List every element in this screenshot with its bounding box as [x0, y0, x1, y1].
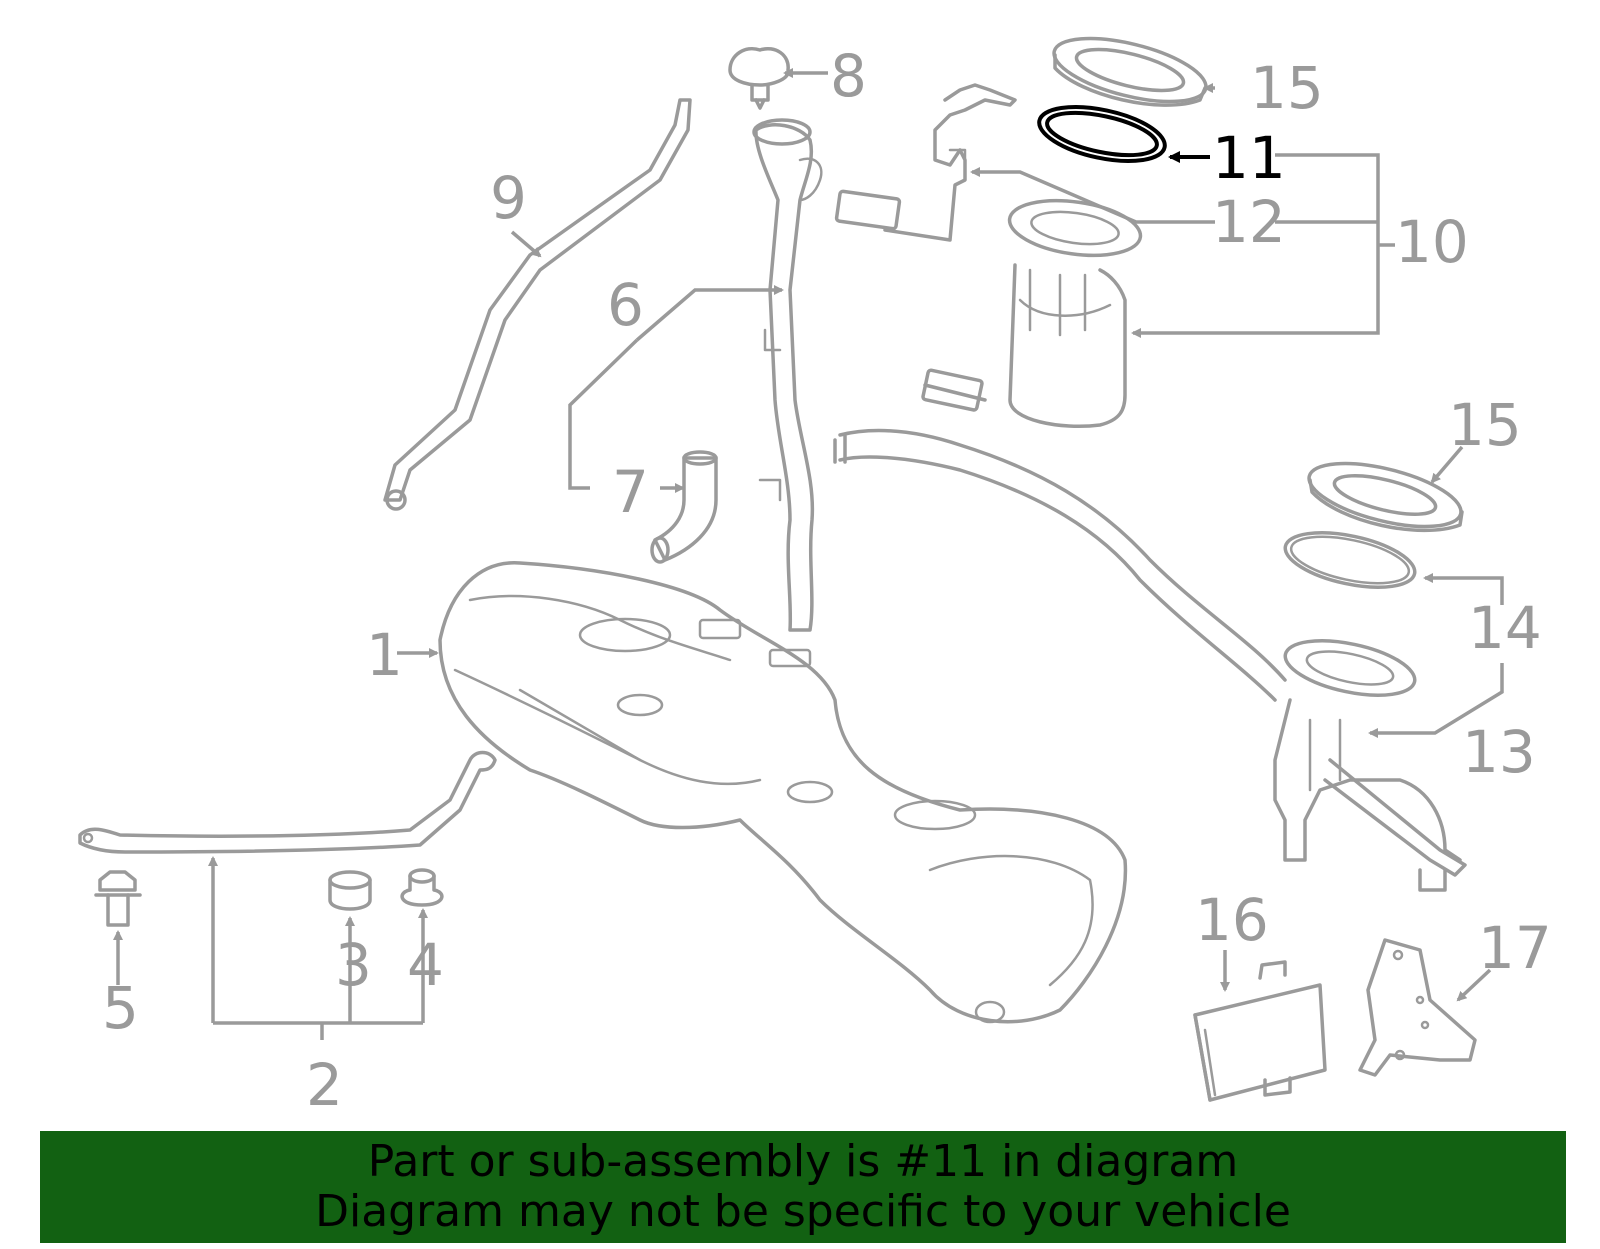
callout-14: 14 — [1468, 594, 1542, 662]
hose-elbow-part-7 — [650, 450, 718, 564]
callout-4: 4 — [407, 931, 444, 999]
callout-7: 7 — [612, 458, 649, 526]
seal-ring-part-14 — [1283, 531, 1417, 589]
filler-neck-part-6 — [752, 118, 823, 632]
callout-12: 12 — [1212, 188, 1286, 256]
lock-ring-part-15-right — [1307, 461, 1464, 533]
lock-ring-part-15-top — [1052, 36, 1208, 107]
sender-part-12 — [834, 83, 1017, 242]
fuel-pump-module-part-10 — [921, 198, 1143, 429]
callout-15-right: 15 — [1448, 391, 1522, 459]
fuel-tank-part-1 — [438, 561, 1128, 1024]
callout-13: 13 — [1462, 718, 1536, 786]
callout-15-top: 15 — [1250, 54, 1324, 122]
leader-lines — [113, 68, 1504, 1040]
banner-line-part-number: Part or sub-assembly is #11 in diagram — [367, 1136, 1239, 1187]
info-banner: Part or sub-assembly is #11 in diagram D… — [40, 1131, 1566, 1243]
vent-line-part-9 — [383, 98, 692, 511]
bushing-part-3 — [328, 870, 372, 911]
callout-8: 8 — [830, 42, 867, 110]
callout-1: 1 — [366, 621, 403, 689]
bolt-part-5 — [94, 870, 142, 927]
grommet-part-4 — [400, 868, 444, 907]
seal-ring-part-11 — [1037, 105, 1167, 163]
callout-10: 10 — [1395, 208, 1469, 276]
filler-cap-part-8 — [728, 47, 790, 110]
callout-9: 9 — [490, 164, 527, 232]
callout-17: 17 — [1478, 914, 1552, 982]
callout-2: 2 — [306, 1051, 343, 1119]
callout-6: 6 — [607, 271, 644, 339]
bracket-part-17 — [1358, 938, 1477, 1077]
fuel-pump-module-part-13 — [833, 428, 1467, 892]
callout-11: 11 — [1212, 124, 1286, 192]
tank-strap-part-2 — [78, 750, 497, 854]
banner-line-disclaimer: Diagram may not be specific to your vehi… — [315, 1186, 1291, 1237]
callout-5: 5 — [102, 974, 139, 1042]
callout-3: 3 — [335, 931, 372, 999]
control-module-part-16 — [1193, 960, 1327, 1102]
callout-16: 16 — [1195, 886, 1269, 954]
